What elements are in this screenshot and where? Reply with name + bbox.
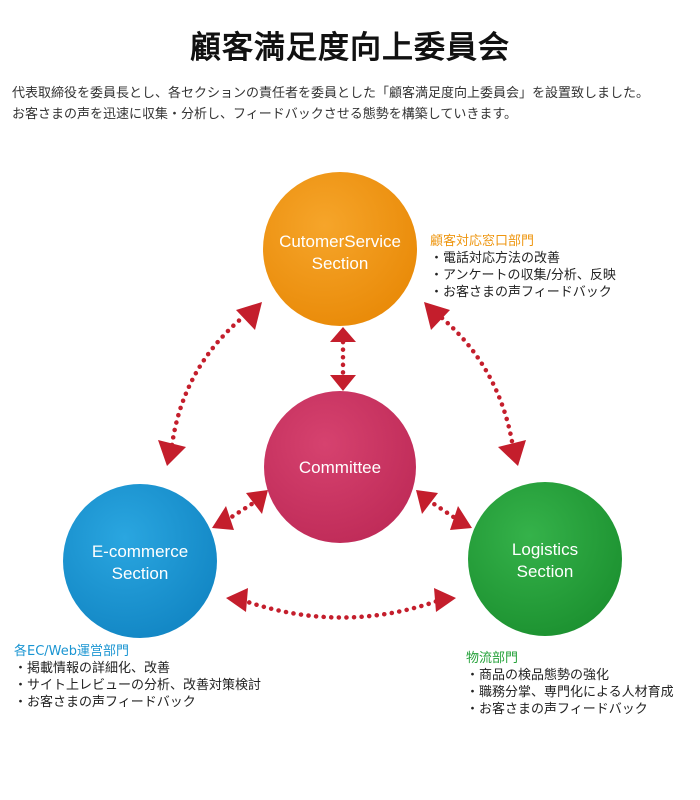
arrow-committee-ecommerce [227,497,261,521]
list-item: ・サイト上レビューの分析、改善対策検討 [14,678,262,693]
arrow-ecommerce-cs [169,315,245,448]
arrowhead-committee-left-1 [246,490,268,514]
logistics-label-2: Section [517,562,574,581]
list-item: ・掲載情報の詳細化、改善 [14,661,171,676]
ecommerce-department-title: 各EC/Web運営部門 [14,644,130,659]
ecommerce-department: 各EC/Web運営部門 ・掲載情報の詳細化、改善 ・サイト上レビューの分析、改善… [14,643,261,711]
arrowhead-logistics-left [450,506,472,530]
arrow-ecommerce-logistics [239,597,443,620]
arrowhead-cs-right [424,302,450,330]
logistics-department-title: 物流部門 [466,651,519,666]
arrowhead-cs-down [330,327,356,342]
customer-service-department-title: 顧客対応窓口部門 [430,234,535,249]
ecommerce-label-2: Section [112,564,169,583]
arrowhead-ecommerce-right [212,506,234,530]
list-item: ・職務分掌、専門化による人材育成 [466,685,674,700]
arrow-cs-logistics [439,315,516,450]
logistics-circle [468,482,622,636]
customer-service-label-1: CutomerService [279,232,401,251]
ecommerce-label-1: E-commerce [92,542,188,561]
customer-service-label-2: Section [312,254,369,273]
list-item: ・お客さまの声フィードバック [466,702,648,717]
arrow-committee-logistics [425,497,458,521]
intro-line-1: 代表取締役を委員長とし、各セクションの責任者を委員とした「顧客満足度向上委員会」… [12,86,650,101]
committee-label: Committee [299,458,381,477]
page-title: 顧客満足度向上委員会 [190,30,510,66]
committee-circle [264,391,416,543]
list-item: ・お客さまの声フィードバック [430,285,612,300]
logistics-label-1: Logistics [512,540,578,559]
customer-service-circle [263,172,417,326]
arrowhead-committee-right-1 [416,490,438,514]
arrowhead-cs-left [236,302,262,330]
list-item: ・商品の検品態勢の強化 [466,668,610,683]
list-item: ・アンケートの収集/分析、反映 [430,268,616,283]
arrowhead-logistics-up [498,440,526,466]
list-item: ・お客さまの声フィードバック [14,695,196,710]
logistics-department: 物流部門 ・商品の検品態勢の強化 ・職務分掌、専門化による人材育成 ・お客さまの… [466,650,674,718]
arrowhead-committee-up [330,375,356,391]
list-item: ・電話対応方法の改善 [430,251,561,266]
ecommerce-circle [63,484,217,638]
intro-line-2: お客さまの声を迅速に収集・分析し、フィードバックさせる態勢を構築していきます。 [12,107,518,122]
customer-service-department: 顧客対応窓口部門 ・電話対応方法の改善 ・アンケートの収集/分析、反映 ・お客さ… [430,233,616,301]
arrowhead-ecommerce-up [158,440,186,466]
arrowhead-ecommerce-bottom [226,588,248,612]
arrowhead-logistics-bottom [434,588,456,612]
